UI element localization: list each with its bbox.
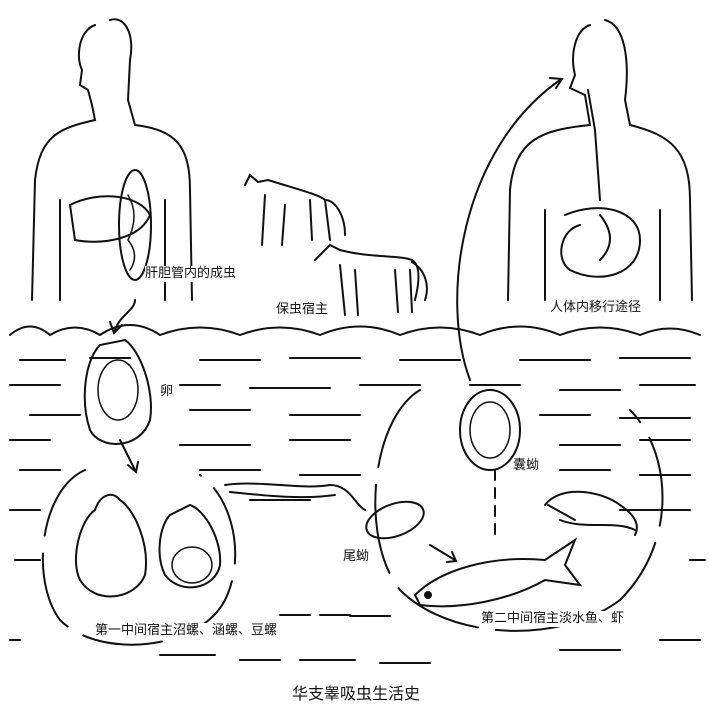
label-metacercaria: 囊蚴 (513, 458, 540, 474)
metacercaria-icon (459, 389, 521, 471)
human-figure-right (507, 19, 693, 301)
cycle-arrows (109, 77, 564, 563)
dog-icon (314, 243, 428, 316)
label-second-intermediate-host: 第二中间宿主淡水鱼、虾 (481, 611, 625, 627)
label-first-intermediate-host: 第一中间宿主沼螺、涵螺、豆螺 (95, 623, 278, 639)
label-adult-in-bile-duct: 肝胆管内的成虫 (145, 266, 237, 282)
water-ripples (9, 357, 706, 664)
fish-host-circle (374, 389, 664, 632)
label-reservoir-host: 保虫宿主 (276, 302, 329, 318)
egg-icon (83, 338, 152, 445)
water-surface (9, 324, 701, 337)
cercaria-icon (224, 482, 425, 540)
label-egg: 卵 (160, 384, 174, 400)
adult-fluke-icon (118, 169, 152, 281)
digestive-tract-icon (560, 89, 642, 278)
snail-icon (74, 493, 222, 598)
diagram-title: 华支睾吸虫生活史 (292, 684, 421, 703)
fish-icon (413, 537, 583, 608)
cat-icon (244, 173, 346, 246)
label-cercaria: 尾蚴 (343, 549, 370, 565)
snail-host-circle (41, 469, 237, 646)
label-human-migration-route: 人体内移行途径 (550, 300, 642, 316)
shrimp-icon (544, 490, 638, 536)
human-figure-left (31, 18, 193, 301)
liver-icon (68, 195, 152, 243)
